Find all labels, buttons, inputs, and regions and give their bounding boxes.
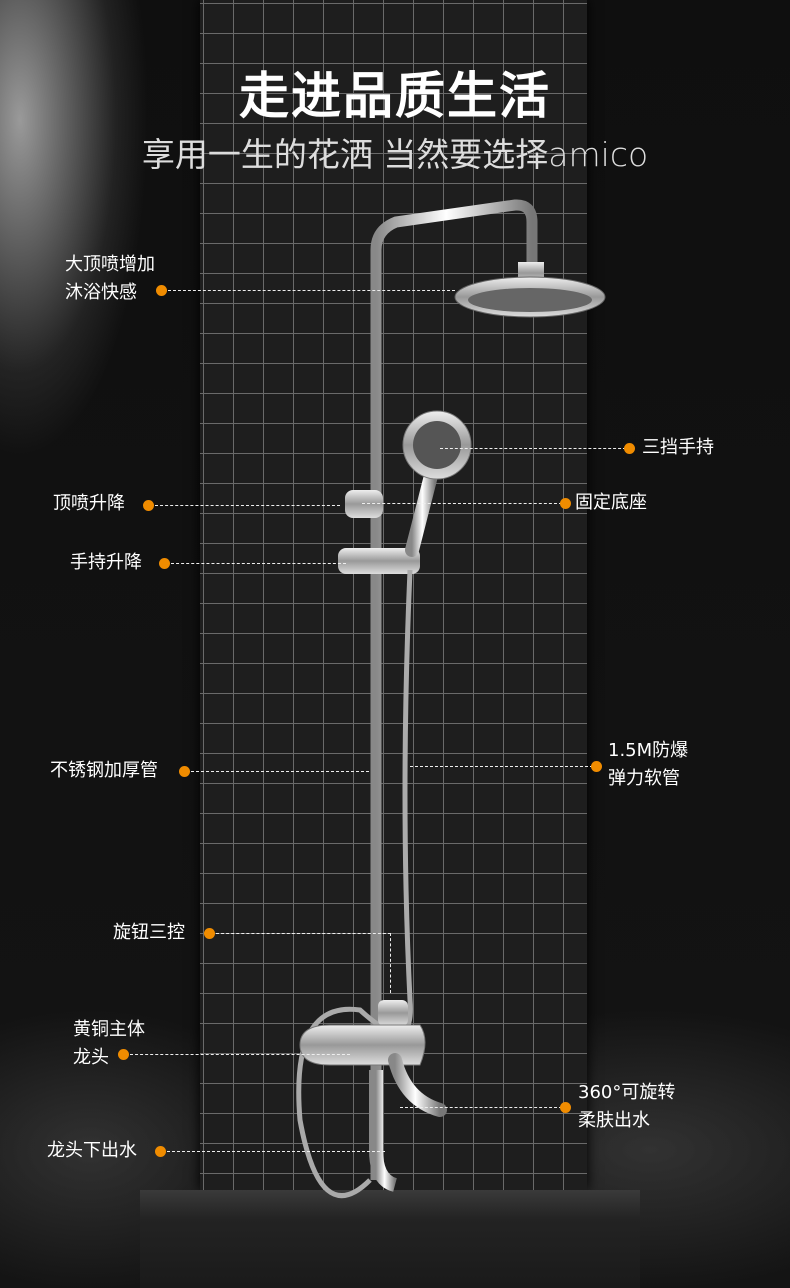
callout-text: 顶喷升降 <box>53 493 125 514</box>
callout-text: 1.5M防爆 <box>608 740 689 761</box>
hand-slide-bracket <box>338 548 420 574</box>
callout-line <box>410 766 593 767</box>
callout-top-spray: 大顶喷增加沐浴快感 <box>65 251 155 307</box>
callout-text: 360°可旋转 <box>578 1082 676 1103</box>
faucet-lever <box>388 1053 447 1117</box>
callout-dot <box>591 761 602 772</box>
callout-text: 龙头 <box>73 1047 109 1068</box>
callout-line <box>362 503 562 504</box>
callout-text: 大顶喷增加 <box>65 254 155 275</box>
mixer-faucet-body <box>299 1024 426 1066</box>
callout-line <box>400 1107 562 1108</box>
callout-line <box>130 1054 350 1055</box>
callout-spout: 龙头下出水 <box>47 1137 137 1165</box>
top-lift-bracket <box>345 490 383 518</box>
page-subtitle: 享用一生的花洒 当然要选择amico <box>141 135 649 174</box>
callout-dot <box>204 928 215 939</box>
callout-dot <box>560 498 571 509</box>
callout-swivel: 360°可旋转柔肤出水 <box>578 1079 675 1135</box>
callout-line <box>216 933 391 934</box>
riser-pipe <box>370 199 538 1180</box>
callout-top-lift: 顶喷升降 <box>53 490 125 518</box>
callout-fixed-base: 固定底座 <box>575 489 647 517</box>
tub-spout <box>369 1070 398 1192</box>
callout-knob: 旋钮三控 <box>113 919 185 947</box>
callout-dot <box>155 1146 166 1157</box>
callout-hose: 1.5M防爆弹力软管 <box>608 737 688 793</box>
callout-line <box>440 448 626 449</box>
callout-text: 不锈钢加厚管 <box>50 760 158 781</box>
callout-line <box>390 933 391 993</box>
callout-text: 弹力软管 <box>608 768 680 789</box>
callout-text: 龙头下出水 <box>47 1140 137 1161</box>
callout-text: 旋钮三控 <box>113 922 185 943</box>
page-title: 走进品质生活 <box>239 67 551 125</box>
flexible-hose <box>296 569 413 1199</box>
callout-text: 手持升降 <box>70 552 142 573</box>
callout-brass-body: 黄铜主体龙头 <box>73 1016 145 1072</box>
callout-text: 沐浴快感 <box>65 282 137 303</box>
callout-line <box>167 1151 385 1152</box>
callout-text: 柔肤出水 <box>578 1110 650 1131</box>
callout-dot <box>159 558 170 569</box>
callout-line <box>155 505 340 506</box>
callout-dot <box>624 443 635 454</box>
callout-text: 黄铜主体 <box>73 1019 145 1040</box>
callout-text: 固定底座 <box>575 492 647 513</box>
callout-dot <box>118 1049 129 1060</box>
callout-line <box>191 771 369 772</box>
callout-steel-pipe: 不锈钢加厚管 <box>50 757 158 785</box>
callout-text: 三挡手持 <box>642 437 714 458</box>
callout-line <box>171 563 346 564</box>
display-platform <box>140 1190 640 1288</box>
tile-wall <box>200 0 587 1190</box>
callout-dot <box>156 285 167 296</box>
callout-dot <box>560 1102 571 1113</box>
callout-dot <box>179 766 190 777</box>
diverter-knob <box>378 1000 408 1026</box>
callout-line <box>168 290 455 291</box>
callout-dot <box>143 500 154 511</box>
callout-hand-lift: 手持升降 <box>70 549 142 577</box>
callout-handheld: 三挡手持 <box>642 434 714 462</box>
